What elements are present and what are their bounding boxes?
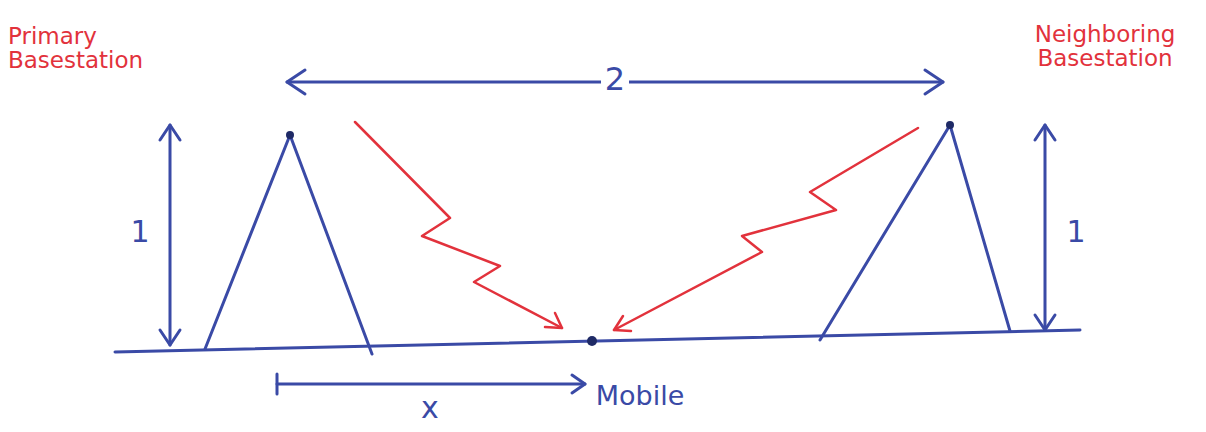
height-value: 1	[126, 216, 153, 248]
arrow-head	[925, 70, 943, 94]
arrow-head	[572, 375, 585, 393]
arrow-head	[160, 330, 180, 345]
neighbor-tower	[820, 125, 1010, 340]
arrow-head	[1035, 315, 1055, 330]
signal-zigzag	[614, 128, 918, 330]
arrow-head	[287, 70, 305, 94]
mobile-label: Mobile	[592, 382, 689, 410]
x-dimension-line	[277, 383, 585, 386]
antenna-dot	[286, 131, 294, 139]
arrow-head	[545, 313, 562, 328]
ground-line	[115, 330, 1080, 352]
height-line	[1044, 125, 1047, 330]
arrow-head	[1035, 125, 1055, 140]
height-value: 1	[1062, 216, 1089, 248]
antenna-dot	[946, 121, 954, 129]
mobile-dot	[587, 336, 597, 346]
signal-zigzag	[355, 122, 562, 328]
arrow-head	[614, 316, 631, 331]
arrow-head	[160, 125, 180, 140]
primary-tower	[205, 135, 372, 354]
station-name: Primary Basestation	[4, 24, 177, 72]
tick	[276, 374, 279, 394]
distance-variable: x	[417, 392, 443, 424]
station-name: Neighboring Basestation	[1011, 22, 1199, 70]
distance-value: 2	[601, 63, 629, 97]
height-line	[169, 125, 172, 345]
